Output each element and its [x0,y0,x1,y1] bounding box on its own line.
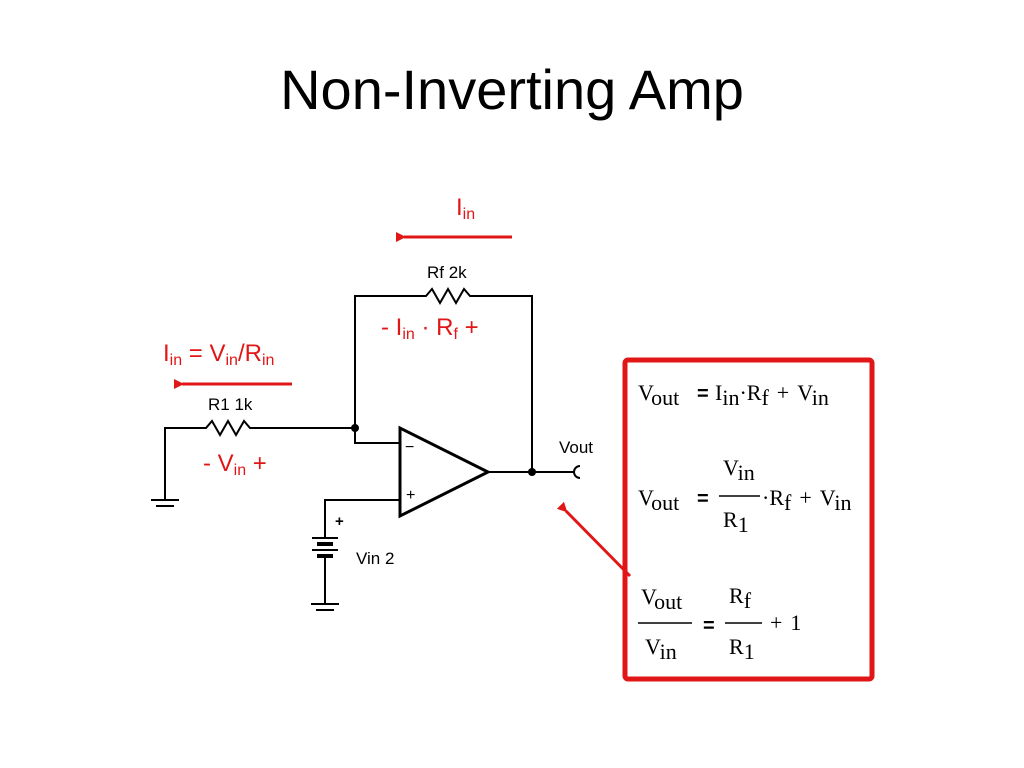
svg-text:·Rf+Vin: ·Rf+Vin [762,485,851,515]
svg-text:Rf: Rf [729,583,752,613]
ground-symbol-battery [311,603,339,611]
vout-label: Vout [559,438,593,457]
svg-text:=: = [697,383,709,405]
svg-text:Vin: Vin [723,455,755,485]
iin-label-top: Iin [456,194,475,223]
inverting-input-wire [354,428,400,444]
equation-gain: Vout Vin = Rf R1 +1 [638,583,801,664]
svg-text:Vin: Vin [645,634,677,664]
svg-text:R1: R1 [723,507,749,537]
ground-symbol-left [151,499,179,507]
red-annotations: Iin - Iin · Rf + Iin = Vin/Rin - Vin + [163,194,632,578]
iin-equation: Iin = Vin/Rin [163,340,274,369]
r1-label: R1 1k [208,395,253,414]
rf-voltage-drop: - Iin · Rf + [381,314,479,343]
svg-text:Iin·Rf+Vin: Iin·Rf+Vin [715,380,829,410]
pointer-arrow [556,501,632,578]
opamp-plus-sign: + [406,487,415,504]
equation-vout-expanded: Vout = Vin R1 ·Rf+Vin [638,455,851,537]
equation-vout-basic: Vout = Iin·Rf+Vin [638,380,829,410]
rf-resistor [416,286,480,306]
equation-box [622,357,875,682]
output-terminal [573,465,581,479]
rf-label: Rf 2k [427,263,467,282]
noninverting-input-wire [324,499,400,538]
svg-text:R1: R1 [729,634,755,664]
svg-text:Vout: Vout [641,584,682,614]
r1-resistor [196,418,258,438]
vin-label: Vin 2 [356,549,394,568]
junction-dot-input [351,424,359,432]
svg-text:Vout: Vout [638,485,679,515]
svg-text:=: = [703,615,715,637]
battery-symbol [312,537,338,558]
slide-title: Non-Inverting Amp [280,58,744,121]
svg-text:+1: +1 [770,610,801,635]
opamp-triangle [398,425,492,519]
feedback-wire [354,295,416,428]
r1-wire-left [164,427,196,500]
opamp-minus-sign: − [405,439,414,456]
vin-voltage-drop: - Vin + [203,450,267,479]
svg-text:Vout: Vout [638,380,679,410]
svg-text:=: = [697,488,709,510]
circuit-wires [164,295,575,604]
feedback-wire-right [480,295,533,472]
junction-dot-output [528,468,536,476]
battery-plus-sign: + [335,513,344,530]
